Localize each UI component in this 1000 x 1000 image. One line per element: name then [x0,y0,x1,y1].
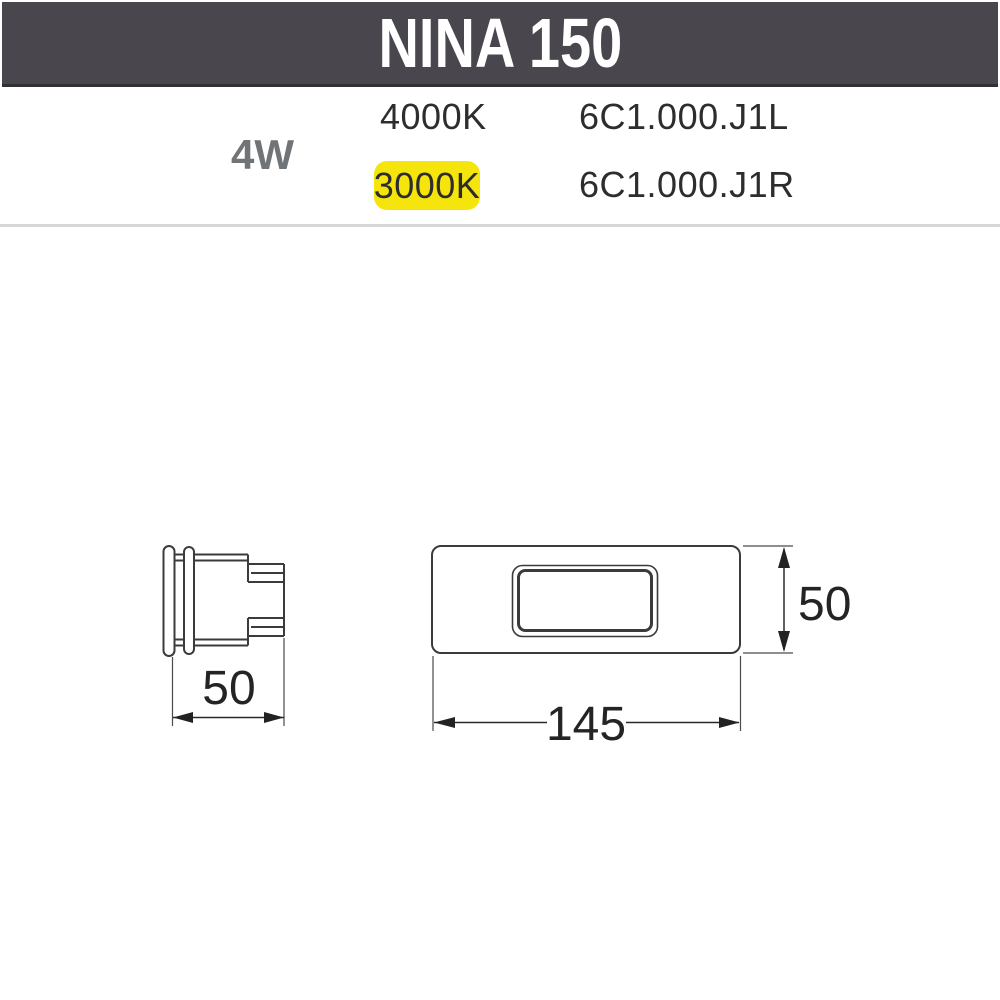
side-view-drawing: 50 [162,545,285,726]
product-code-4000k: 6C1.000.J1L [579,96,789,137]
front-view-height-extension-lines [743,545,793,654]
side-view-top-clip [247,554,284,583]
wattage-label: 4W [231,131,294,178]
front-view-window-outer [511,564,659,638]
front-view-drawing: 50 145 [431,545,851,751]
arrow-right-icon [719,717,740,728]
product-title-bar: NINA 150 [2,2,998,87]
side-view-flange [162,545,176,657]
product-title: NINA 150 [378,4,622,82]
arrow-left-icon [434,717,455,728]
color-temp-3000k-highlight: 3000K [374,161,480,210]
front-view-faceplate [431,545,741,654]
section-divider [0,224,1000,227]
arrow-right-icon [264,712,284,723]
side-view-bottom-clip [247,617,284,646]
arrow-down-icon [778,631,790,652]
arrow-left-icon [173,712,193,723]
side-view-extension-lines [171,638,285,726]
side-view-depth-value: 50 [202,662,255,715]
product-code-3000k: 6C1.000.J1R [579,164,795,205]
color-temp-4000k: 4000K [380,96,487,137]
color-temp-3000k: 3000K [373,164,481,206]
front-view-width-value: 145 [546,698,626,751]
side-view-body-edges [175,553,248,647]
front-view-height-value: 50 [798,578,851,631]
arrow-up-icon [778,547,790,568]
front-view-width-extension-lines [432,656,742,731]
front-view-window-inner [517,569,653,632]
side-view-gasket [183,546,195,655]
